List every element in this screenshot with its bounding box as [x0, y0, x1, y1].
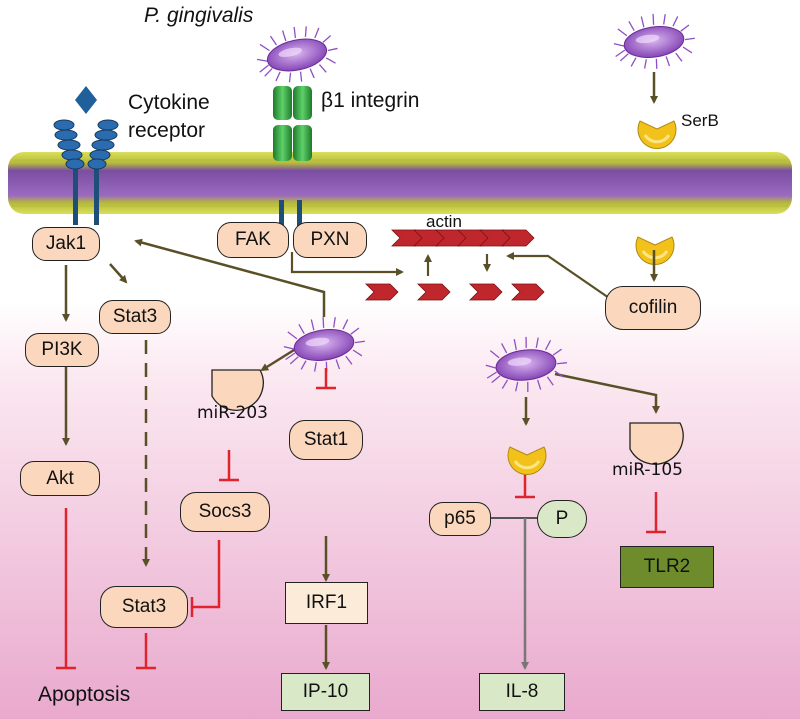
node-socs3: Socs3 — [180, 492, 270, 532]
cytokine-label-line1: Cytokine — [128, 91, 210, 114]
cytokine-ligand-icon — [75, 86, 97, 114]
cell-membrane — [8, 152, 792, 214]
node-cofilin: cofilin — [605, 286, 701, 330]
cytokine-receptor-icon — [53, 86, 119, 225]
cytokine-label-line2: receptor — [128, 119, 206, 142]
serb-label: SerB — [681, 111, 719, 130]
actin-label: actin — [426, 212, 462, 231]
node-jak1: Jak1 — [32, 227, 100, 261]
node-tlr2: TLR2 — [620, 546, 714, 588]
node-pxn: PXN — [293, 222, 367, 258]
node-stat3-top: Stat3 — [99, 300, 171, 334]
mir203-icon — [211, 369, 264, 411]
integrin-icon — [273, 86, 312, 228]
p-gingivalis-label: P. gingivalis — [144, 4, 254, 27]
mir105-label: miR-105 — [612, 460, 683, 480]
apoptosis-label: Apoptosis — [38, 683, 131, 706]
mir203-label: miR-203 — [197, 403, 268, 423]
node-irf1: IRF1 — [285, 582, 368, 624]
node-il8: IL-8 — [479, 673, 565, 711]
mir105-icon — [629, 422, 684, 465]
node-ip10: IP-10 — [281, 673, 370, 711]
node-p65: p65 — [429, 502, 491, 536]
integrin-label: β1 integrin — [321, 89, 420, 112]
node-pi3k: PI3K — [25, 333, 99, 367]
node-akt: Akt — [20, 461, 100, 496]
node-stat3-bottom: Stat3 — [100, 586, 188, 628]
node-fak: FAK — [217, 222, 289, 258]
node-stat1: Stat1 — [289, 420, 363, 460]
node-phospho: P — [537, 500, 587, 538]
